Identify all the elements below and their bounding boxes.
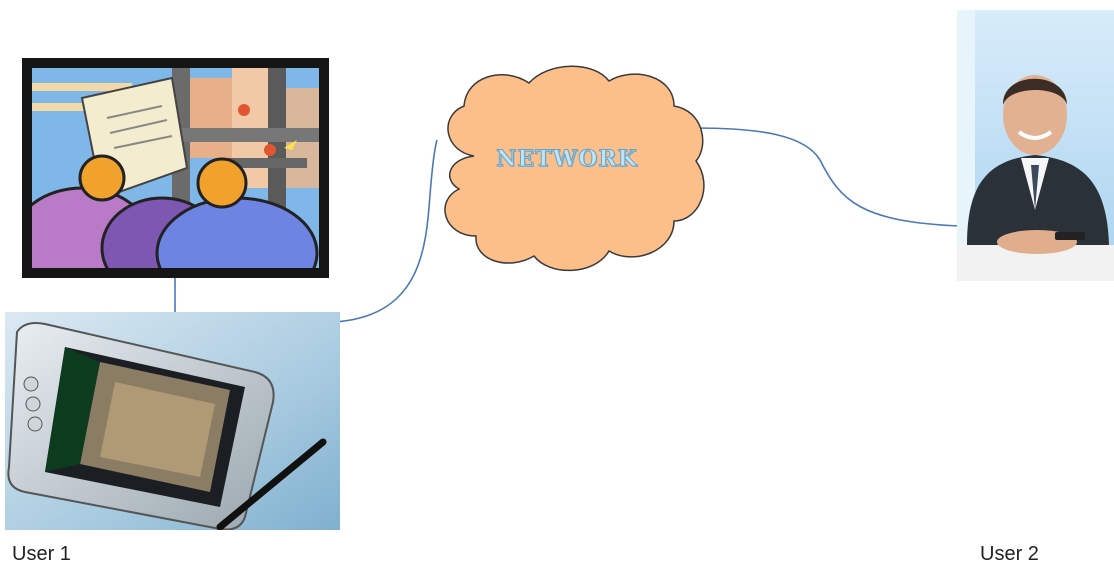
user1-label: User 1	[12, 543, 71, 566]
businessman-image	[957, 10, 1114, 281]
link-cloud-to-user2	[695, 128, 960, 226]
user2-label: User 2	[980, 543, 1039, 566]
construction-clipart-image	[22, 58, 329, 278]
network-label: NETWORK	[474, 146, 660, 172]
handheld-device-image	[5, 312, 340, 530]
